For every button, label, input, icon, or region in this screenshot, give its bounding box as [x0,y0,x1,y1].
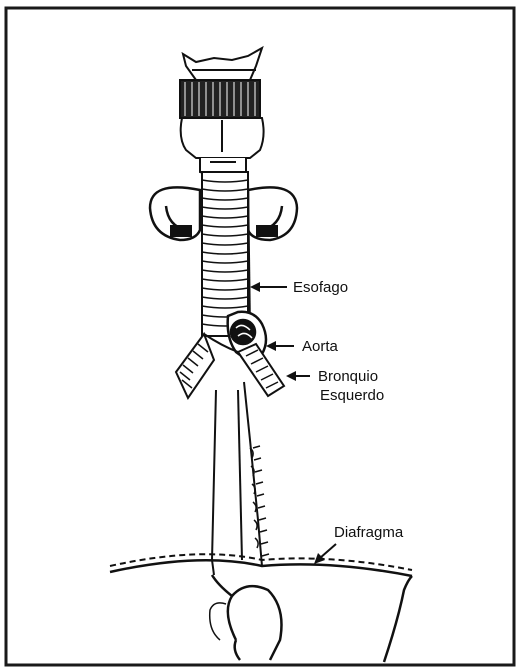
label-diaphragm-text: Diafragma [334,524,404,541]
label-aorta-text: Aorta [302,338,339,355]
label-bronchus-line1: Bronquio [318,368,378,385]
stomach-outline [210,575,412,662]
label-bronchus-line2: Esquerdo [320,387,384,404]
bronchi [176,334,284,398]
label-aorta: Aorta [266,338,339,355]
label-esophagus: Esofago [250,279,348,296]
label-esophagus-text: Esofago [293,279,348,296]
label-diaphragm: Diafragma [314,524,404,564]
larynx-drawing [180,48,264,175]
label-bronchus: Bronquio Esquerdo [286,368,384,404]
